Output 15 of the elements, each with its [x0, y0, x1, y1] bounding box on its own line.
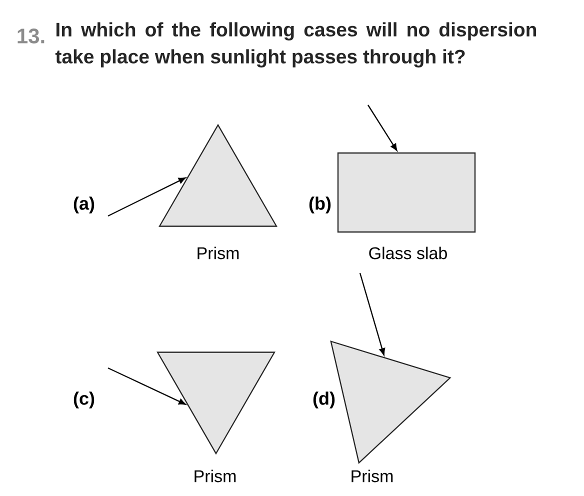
light-ray-arrow [359, 272, 386, 356]
option-label: (b) [309, 196, 331, 214]
node-label: Glass slab [369, 246, 447, 260]
light-ray-arrow [108, 177, 186, 217]
option-label: (c) [74, 392, 94, 408]
option-label: (d) [313, 392, 335, 408]
option-label: (a) [74, 196, 94, 214]
node-label: Prism [198, 246, 239, 260]
light-ray-arrow [368, 104, 398, 151]
node-label: Prism [352, 470, 393, 482]
question-number: 13. [18, 28, 44, 44]
light-ray-arrow [108, 367, 186, 405]
question-text: In which of the following cases will no dispersion take place when sunlight passes through it? [55, 22, 536, 68]
node-label: Prism [194, 470, 236, 482]
glass-slab-rectangle [337, 152, 476, 233]
